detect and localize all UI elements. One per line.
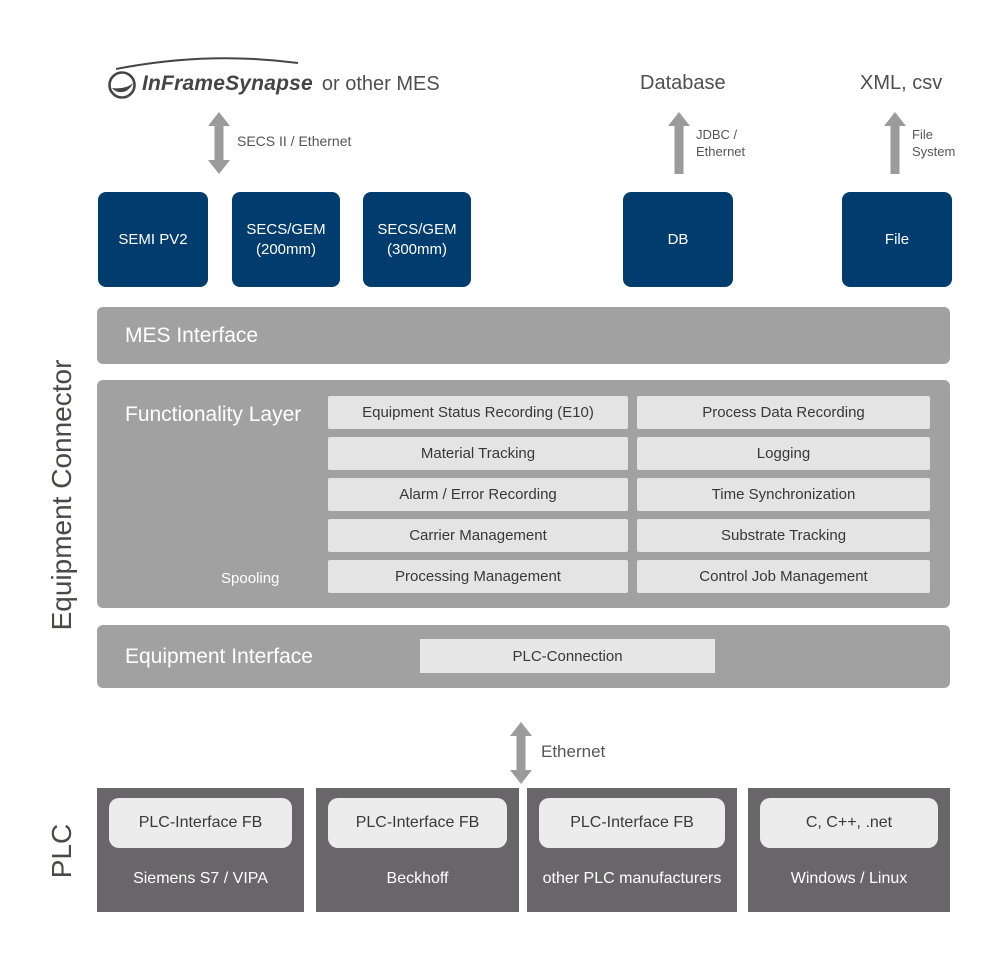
plc-box-beckhoff: PLC-Interface FB Beckhoff [316, 788, 519, 912]
protocol-box-label-line2: (300mm) [386, 240, 447, 258]
protocol-box-label: SECS/GEM [377, 220, 457, 238]
mes-logo-suffix: or other MES [321, 72, 440, 95]
protocol-box-semi-pv2: SEMI PV2 [98, 192, 208, 287]
functionality-items-grid: Equipment Status Recording (E10) Process… [328, 396, 930, 593]
equipment-connector-side-label: Equipment Connector [46, 359, 77, 631]
protocol-box-secs-gem-300: SECS/GEM (300mm) [363, 192, 471, 287]
functionality-item: Alarm / Error Recording [328, 478, 628, 511]
file-arrow-label: File System [912, 126, 955, 160]
jdbc-up-arrow-icon [668, 112, 690, 174]
plc-interface-item: PLC-Interface FB [328, 798, 507, 848]
plc-box-caption: Siemens S7 / VIPA [133, 870, 268, 887]
file-arrow-label-line2: System [912, 144, 956, 159]
spooling-label: Spooling [221, 570, 280, 587]
secs-double-arrow-icon [208, 112, 230, 174]
mes-logo-block: InFrameSynapse or other MES [106, 68, 440, 100]
logo-swoosh-icon [112, 56, 302, 72]
functionality-item: Process Data Recording [637, 396, 930, 429]
functionality-item: Material Tracking [328, 437, 628, 470]
protocol-box-label: SEMI PV2 [118, 230, 188, 248]
functionality-item: Substrate Tracking [637, 519, 930, 552]
functionality-item: Processing Management [328, 560, 628, 593]
functionality-item: Time Synchronization [637, 478, 930, 511]
jdbc-arrow-label-line1: JDBC / [696, 127, 738, 142]
database-label: Database [640, 72, 726, 94]
functionality-item: Control Job Management [637, 560, 930, 593]
file-arrow-label-line1: File [912, 127, 933, 142]
equipment-interface-title: Equipment Interface [125, 645, 313, 668]
plc-box-other-manufacturers: PLC-Interface FB other PLC manufacturers [527, 788, 737, 912]
file-up-arrow-icon [884, 112, 906, 174]
protocol-box-label-line2: (200mm) [255, 240, 316, 258]
functionality-item: Equipment Status Recording (E10) [328, 396, 628, 429]
ethernet-double-arrow-icon [510, 722, 532, 784]
ethernet-arrow-label: Ethernet [541, 742, 606, 761]
plc-box-caption: Beckhoff [386, 870, 449, 887]
plc-side-label: PLC [46, 823, 77, 879]
mes-interface-layer: MES Interface [97, 307, 950, 364]
functionality-layer-title: Functionality Layer [125, 403, 302, 426]
inframe-synapse-logo-icon [106, 68, 138, 100]
protocol-box-label: SECS/GEM [246, 220, 326, 238]
plc-box-siemens: PLC-Interface FB Siemens S7 / VIPA [97, 788, 304, 912]
functionality-item: Logging [637, 437, 930, 470]
mes-logo-text: InFrameSynapse [142, 72, 313, 95]
protocol-box-label: DB [667, 230, 689, 248]
plc-box-windows-linux: C, C++, .net Windows / Linux [748, 788, 950, 912]
plc-box-caption: other PLC manufacturers [542, 870, 722, 887]
protocol-box-secs-gem-200: SECS/GEM (200mm) [232, 192, 340, 287]
plc-interface-item: PLC-Interface FB [109, 798, 292, 848]
plc-box-caption: Windows / Linux [790, 870, 908, 887]
protocol-box-file: File [842, 192, 952, 287]
functionality-item: Carrier Management [328, 519, 628, 552]
protocol-box-db: DB [623, 192, 733, 287]
jdbc-arrow-label-line2: Ethernet [696, 144, 746, 159]
plc-interface-item: C, C++, .net [760, 798, 938, 848]
protocol-box-label: File [884, 230, 910, 248]
jdbc-arrow-label: JDBC / Ethernet [696, 126, 745, 160]
xml-csv-label: XML, csv [860, 72, 943, 94]
plc-interface-item: PLC-Interface FB [539, 798, 725, 848]
mes-interface-title: MES Interface [125, 324, 259, 347]
secs-arrow-label: SECS II / Ethernet [237, 133, 352, 149]
plc-connection-item: PLC-Connection [420, 639, 715, 673]
